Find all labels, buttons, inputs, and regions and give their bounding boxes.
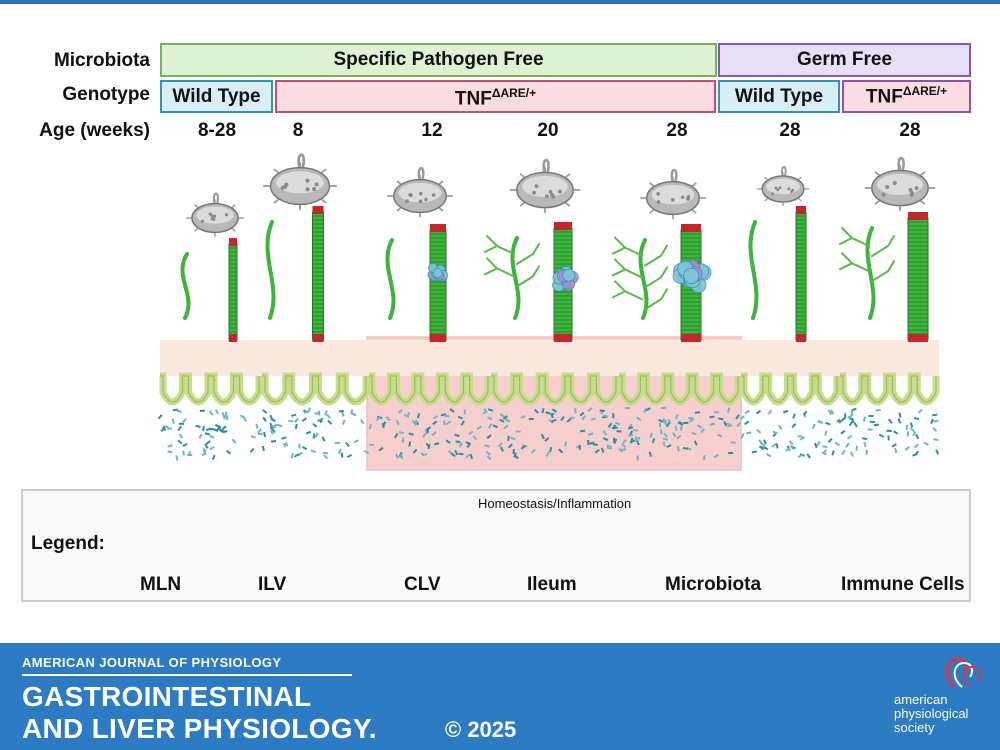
clv-vessel: [795, 206, 807, 342]
age-col-7: 28: [899, 120, 921, 141]
legend-title: Legend:: [31, 533, 105, 554]
diagram-column-6: [736, 165, 842, 459]
clv-vessel: [228, 238, 238, 342]
germ-free-header: Germ Free: [718, 43, 971, 77]
copyright: © 2025: [445, 717, 517, 742]
legend-microbiota-label: Microbiota: [665, 574, 762, 595]
ileum-segment: [159, 340, 263, 406]
age-col-4: 20: [537, 120, 559, 141]
footer-rule: [22, 674, 352, 676]
ilv-vessel: [385, 238, 396, 320]
age-col-3: 12: [421, 120, 443, 141]
immune-cell-cluster: [427, 262, 448, 282]
legend-mln-label: MLN: [140, 574, 182, 595]
spf-header: Specific Pathogen Free: [160, 43, 717, 77]
mln-icon: [387, 166, 453, 218]
ileum-segment: [490, 340, 620, 406]
immune-cell-cluster: [672, 259, 712, 293]
legend-subtitle: Homeostasis/Inflammation: [478, 496, 632, 511]
ilv-vessel: [839, 226, 895, 320]
society-name: american physiological society: [894, 692, 969, 735]
microbiota-row-label: Microbiota: [53, 50, 150, 71]
immune-cell-cluster: [552, 266, 579, 292]
microbiota-band: [736, 409, 842, 459]
microbiota-band: [157, 408, 263, 461]
wild-type-gf-label: Wild Type: [734, 85, 824, 107]
wild-type-spf-header: Wild Type: [160, 80, 273, 113]
ilv-vessel: [484, 235, 540, 320]
age-col-6: 28: [779, 120, 801, 141]
diagram-column-3: [368, 166, 494, 461]
journal-title-line1: GASTROINTESTINAL: [22, 681, 312, 712]
age-row-label: Age (weeks): [39, 120, 150, 141]
diagram-column-2: [257, 153, 370, 460]
legend-ileum-label: Ileum: [527, 574, 577, 595]
ilv-vessel: [612, 236, 668, 320]
society-logo-icon: [945, 657, 981, 689]
ileum-segment: [839, 340, 940, 406]
tnf-spf-label: TNFΔARE/+: [454, 86, 537, 110]
tnf-gf-label: TNFΔARE/+: [865, 84, 948, 108]
spf-label: Specific Pathogen Free: [333, 49, 544, 70]
ileum-segment: [618, 340, 742, 406]
microbiota-band: [618, 406, 740, 461]
journal-footer: AMERICAN JOURNAL OF PHYSIOLOGY GASTROINT…: [0, 643, 1000, 750]
ileum-segment: [368, 340, 492, 406]
mln-icon: [864, 156, 936, 211]
clv-vessel: [312, 206, 324, 342]
mln-icon: [509, 158, 581, 213]
diagram-column-7: [836, 156, 940, 457]
legend-panel: [21, 489, 971, 602]
legend-immune-cells-label: Immune Cells: [841, 574, 965, 595]
ilv-vessel: [265, 220, 276, 320]
wild-type-spf-label: Wild Type: [172, 85, 261, 107]
tnf-gf-header: TNFΔARE/+: [842, 80, 971, 113]
ilv-vessel: [748, 220, 759, 320]
age-col-2: 8: [292, 120, 304, 141]
diagram-column-4: [484, 158, 622, 460]
legend-clv-label: CLV: [404, 574, 441, 595]
age-col-1: 8-28: [197, 120, 237, 141]
tnf-spf-header: TNFΔARE/+: [275, 80, 716, 113]
journal-title-line2: AND LIVER PHYSIOLOGY.: [22, 713, 377, 744]
ileum-segment: [740, 340, 841, 406]
age-col-5: 28: [666, 120, 688, 141]
diagram-column-1: [157, 192, 263, 461]
clv-vessel: [429, 224, 447, 342]
ilv-vessel: [180, 252, 191, 320]
legend-ilv-label: ILV: [258, 574, 287, 595]
microbiota-band: [368, 408, 494, 461]
germ-free-label: Germ Free: [796, 49, 893, 70]
mln-icon: [640, 168, 706, 220]
clv-vessel: [907, 212, 929, 342]
mln-icon: [263, 153, 337, 210]
diagram-column-5: [612, 168, 742, 461]
genotype-row-label: Genotype: [62, 84, 150, 105]
ileum-segment: [261, 340, 370, 406]
wild-type-gf-header: Wild Type: [718, 80, 840, 113]
microbiota-band: [257, 407, 370, 460]
mln-icon: [186, 192, 244, 237]
top-border-line: [0, 0, 1000, 4]
journal-name: AMERICAN JOURNAL OF PHYSIOLOGY: [22, 655, 282, 670]
mln-icon: [757, 165, 809, 206]
microbiota-band: [486, 407, 622, 460]
microbiota-band: [836, 407, 939, 457]
